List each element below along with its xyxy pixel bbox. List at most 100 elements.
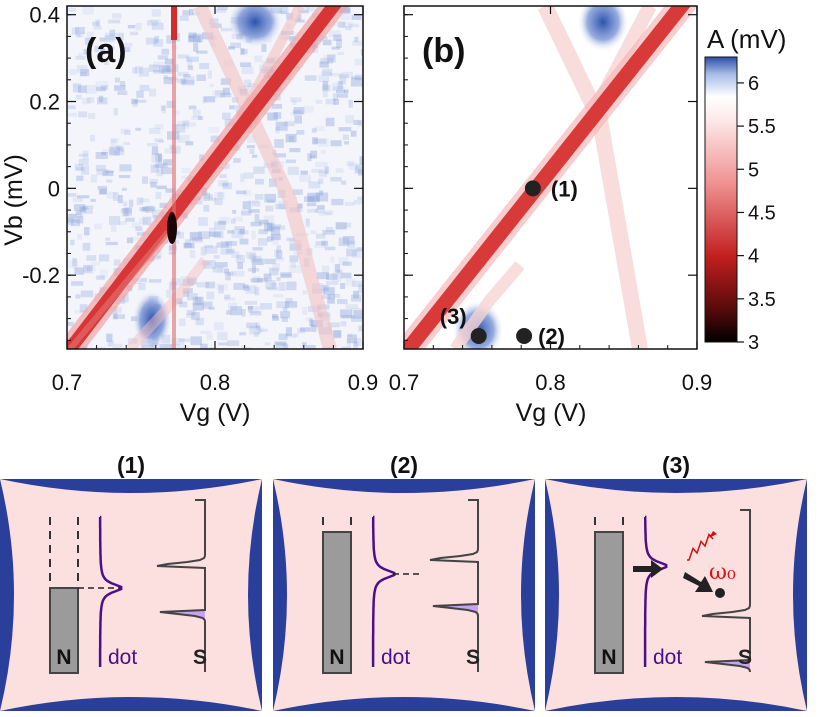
- noise-pixel: [74, 163, 84, 171]
- noise-pixel: [70, 219, 80, 227]
- noise-pixel: [82, 205, 89, 210]
- noise-pixel: [249, 326, 261, 335]
- noise-pixel: [122, 208, 129, 217]
- noise-pixel: [348, 162, 359, 170]
- noise-pixel: [341, 346, 351, 349]
- noise-pixel: [188, 35, 194, 42]
- noise-pixel: [142, 216, 152, 226]
- noise-pixel: [276, 342, 288, 349]
- noise-pixel: [288, 265, 302, 274]
- schematic-background: [0, 479, 262, 711]
- noise-pixel: [218, 220, 227, 225]
- noise-pixel: [117, 195, 123, 204]
- noise-pixel: [255, 178, 264, 185]
- noise-pixel: [272, 315, 279, 321]
- noise-pixel: [358, 169, 363, 176]
- noise-pixel: [97, 97, 108, 105]
- noise-pixel: [166, 35, 176, 44]
- noise-pixel: [187, 293, 198, 301]
- noise-pixel: [315, 192, 329, 202]
- noise-pixel: [155, 191, 162, 200]
- noise-pixel: [354, 58, 363, 66]
- noise-pixel: [269, 267, 279, 276]
- noise-pixel: [199, 195, 210, 199]
- noise-pixel: [197, 282, 209, 288]
- noise-pixel: [351, 307, 363, 316]
- N-lead: [49, 587, 79, 674]
- noise-pixel: [228, 302, 238, 311]
- noise-pixel: [159, 202, 167, 208]
- noise-pixel: [289, 148, 301, 153]
- noise-pixel: [200, 330, 212, 335]
- noise-pixel: [165, 188, 175, 193]
- noise-pixel: [287, 166, 299, 176]
- noise-pixel: [309, 155, 316, 159]
- electron-dot: [715, 588, 725, 598]
- S-density-of-states: [701, 509, 751, 673]
- noise-pixel: [273, 236, 279, 245]
- noise-pixel: [196, 50, 208, 54]
- noise-pixel: [259, 219, 269, 225]
- noise-pixel: [353, 338, 362, 346]
- noise-pixel: [188, 32, 197, 38]
- noise-pixel: [282, 344, 289, 349]
- noise-pixel: [342, 134, 349, 141]
- panel-a-minimum-spot: [167, 212, 177, 244]
- noise-pixel: [104, 59, 109, 65]
- noise-pixel: [220, 78, 232, 85]
- noise-pixel: [183, 291, 190, 297]
- noise-pixel: [225, 163, 230, 169]
- noise-pixel: [272, 314, 278, 319]
- panel-a: (a): [66, 5, 364, 350]
- tunneling-arrow-down: [683, 572, 713, 592]
- noise-pixel: [106, 333, 113, 342]
- noise-pixel: [319, 61, 329, 68]
- noise-pixel: [261, 43, 267, 52]
- noise-pixel: [340, 14, 353, 21]
- noise-pixel: [346, 248, 357, 257]
- noise-pixel: [213, 322, 224, 331]
- noise-pixel: [90, 198, 96, 202]
- noise-pixel: [297, 203, 303, 209]
- noise-pixel: [275, 203, 286, 210]
- noise-pixel: [347, 333, 353, 337]
- noise-pixel: [76, 215, 84, 224]
- noise-pixel: [155, 162, 168, 168]
- noise-pixel: [120, 46, 131, 53]
- noise-pixel: [80, 290, 94, 298]
- noise-pixel: [158, 154, 163, 163]
- noise-pixel: [145, 348, 159, 349]
- noise-pixel: [67, 321, 74, 327]
- noise-pixel: [161, 105, 166, 114]
- noise-pixel: [362, 187, 363, 194]
- noise-pixel: [311, 324, 317, 332]
- noise-pixel: [272, 263, 281, 271]
- x-axis-label-b: Vg (V): [516, 399, 587, 427]
- noise-pixel: [332, 330, 341, 339]
- noise-pixel: [306, 6, 318, 12]
- noise-pixel: [296, 130, 305, 135]
- noise-pixel: [212, 90, 223, 96]
- noise-pixel: [136, 90, 144, 98]
- noise-pixel: [274, 341, 287, 346]
- noise-pixel: [183, 242, 195, 249]
- noise-pixel: [254, 287, 260, 296]
- noise-pixel: [247, 305, 253, 312]
- noise-pixel: [136, 197, 144, 205]
- y-tick-label: 0.4: [29, 3, 60, 28]
- noise-pixel: [82, 150, 89, 160]
- noise-pixel: [83, 264, 91, 272]
- panel-a-blue-region-top: [227, 6, 283, 48]
- noise-pixel: [77, 195, 90, 199]
- noise-pixel: [190, 231, 199, 241]
- noise-pixel: [276, 245, 281, 253]
- noise-pixel: [357, 196, 363, 201]
- noise-pixel: [357, 120, 363, 127]
- noise-pixel: [91, 261, 101, 266]
- noise-pixel: [237, 230, 249, 235]
- noise-pixel: [142, 176, 148, 184]
- noise-pixel: [191, 116, 204, 120]
- noise-pixel: [318, 171, 328, 177]
- noise-pixel: [84, 37, 92, 45]
- noise-pixel: [82, 98, 91, 105]
